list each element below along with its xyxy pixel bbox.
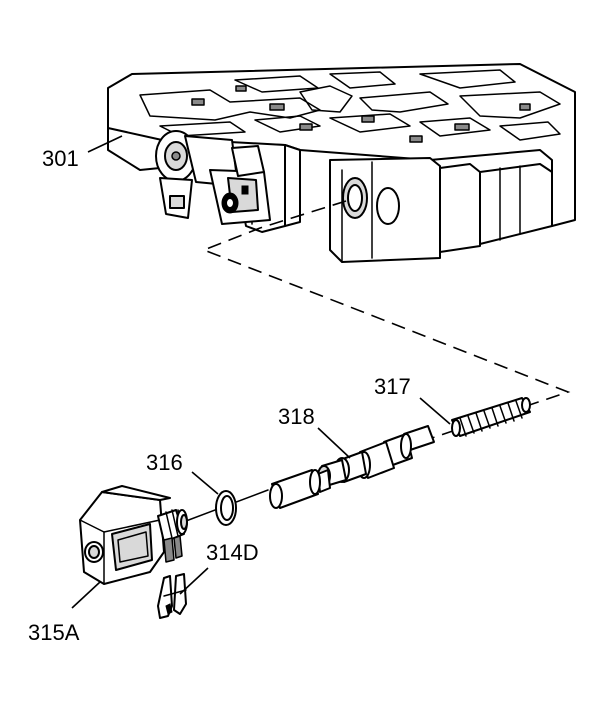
callout-316: 316: [146, 450, 183, 475]
solenoid-assembly: [79, 485, 188, 585]
callout-301: 301: [42, 146, 79, 171]
valve-body: [107, 63, 576, 263]
spring: [451, 397, 531, 437]
callout-315a: 315A: [28, 620, 80, 645]
callout-318: 318: [278, 404, 315, 429]
installed-solenoid: [155, 130, 271, 225]
leader-314d: [179, 567, 209, 595]
leader-315a: [71, 581, 101, 609]
retainer-clip: [157, 573, 187, 619]
leader-317: [419, 397, 451, 425]
leader-316: [191, 471, 219, 495]
callout-314d: 314D: [206, 540, 259, 565]
leader-lines: [71, 135, 451, 609]
leader-318: [317, 427, 351, 459]
valve-spool: [269, 425, 435, 509]
leader-301: [87, 135, 123, 153]
callout-317: 317: [374, 374, 411, 399]
o-ring-seal: [215, 490, 237, 526]
